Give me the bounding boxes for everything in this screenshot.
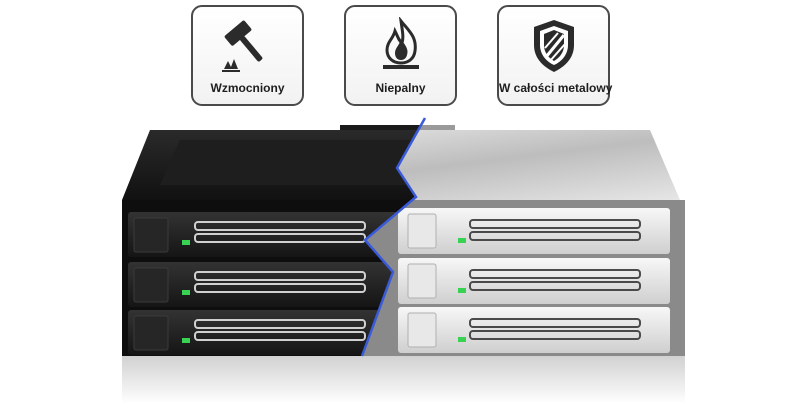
feature-badge-reinforced: Wzmocniony — [191, 5, 304, 106]
flame-icon — [346, 17, 455, 75]
feature-badge-all-metal: W całości metalowy — [497, 5, 613, 106]
feature-label: Wzmocniony — [210, 81, 285, 95]
shield-icon — [499, 17, 608, 75]
split-line — [360, 117, 427, 357]
feature-label: Niepalny — [375, 81, 426, 95]
hammer-icon — [193, 17, 302, 75]
feature-badge-nonflammable: Niepalny — [344, 5, 457, 106]
feature-label: W całości metalowy — [499, 81, 613, 95]
